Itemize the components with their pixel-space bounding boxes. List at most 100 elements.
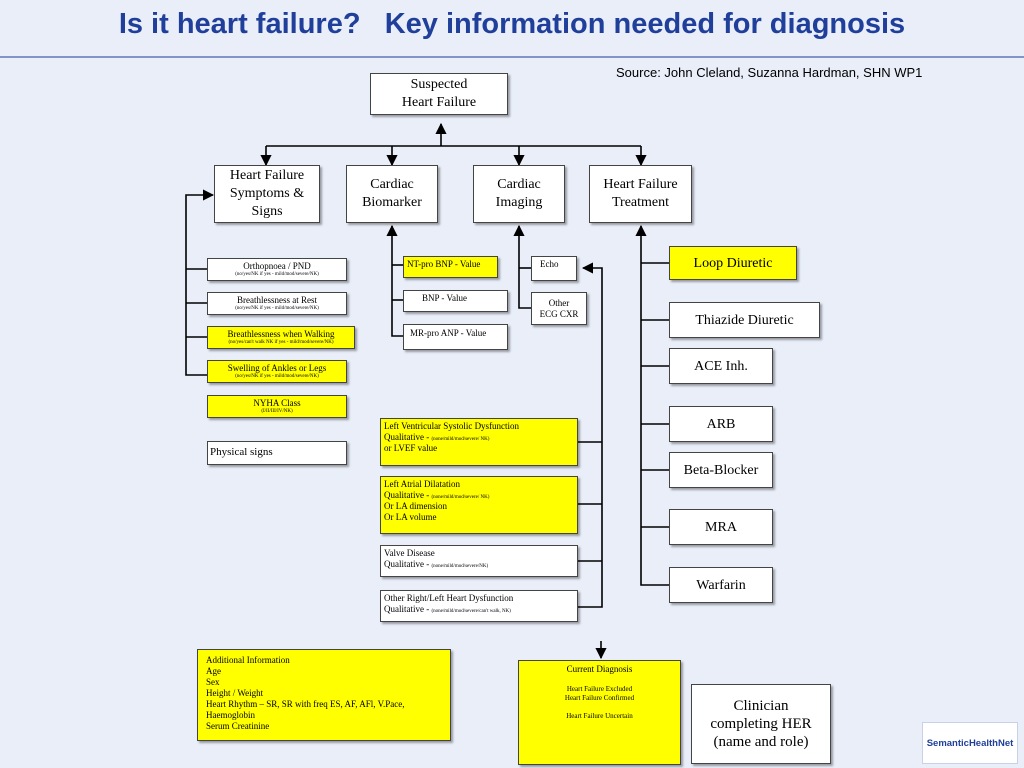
symptoms-line3: Signs <box>251 204 283 219</box>
cardiac-imaging-box: Cardiac Imaging <box>473 165 565 223</box>
additional-info-title: Additional Information <box>206 655 290 665</box>
biomarker-bnp: BNP - Value <box>403 290 508 312</box>
treatment-thiazide-diuretic: Thiazide Diuretic <box>669 302 820 338</box>
finding-title: Other Right/Left Heart Dysfunction <box>384 593 514 603</box>
source-credit: Source: John Cleland, Suzanna Hardman, S… <box>616 65 923 80</box>
additional-info-item: Haemoglobin <box>206 710 255 720</box>
finding-lv-systolic-dysfunction: Left Ventricular Systolic Dysfunction Qu… <box>380 418 578 466</box>
biomarker-nt-pro-bnp: NT-pro BNP - Value <box>403 256 498 278</box>
symptom-feed <box>185 189 215 376</box>
biomarker-feed <box>386 224 403 337</box>
biomarker-label: NT-pro BNP - Value <box>407 259 481 269</box>
additional-info-item: Age <box>206 666 221 676</box>
treatment-label: Loop Diuretic <box>693 255 773 271</box>
diagnosis-option <box>519 703 680 712</box>
symptom-label: Orthopnoea / PND <box>243 261 311 271</box>
treatment-line1: Heart Failure <box>603 177 678 192</box>
treatment-loop-diuretic: Loop Diuretic <box>669 246 797 280</box>
imaging-other-ecg-cxr: Other ECG CXR <box>531 292 587 325</box>
symptom-label: Physical signs <box>210 446 273 458</box>
treatment-ace-inhibitor: ACE Inh. <box>669 348 773 384</box>
imaging-other-line2: ECG CXR <box>539 308 579 319</box>
finding-qual-options: (none/mild/mod/severe/can't walk, NK) <box>431 609 511 614</box>
symptom-sub: (I/II/III/IV/NK) <box>261 409 293 414</box>
finding-left-atrial-dilatation: Left Atrial Dilatation Qualitative - (no… <box>380 476 578 534</box>
current-diagnosis-title: Current Diagnosis <box>566 664 633 674</box>
finding-qual-options: (none/mild/mod/severe/ NK) <box>431 495 490 500</box>
symptoms-line1: Heart Failure <box>229 168 305 183</box>
diagnosis-option: Heart Failure Uncertain <box>566 712 633 720</box>
imaging-line2: Imaging <box>495 195 543 210</box>
biomarker-line2: Biomarker <box>362 195 422 210</box>
current-diagnosis-box: Current Diagnosis Heart Failure Excluded… <box>518 660 681 765</box>
additional-info-item: Serum Creatinine <box>206 721 270 731</box>
finding-title: Valve Disease <box>384 548 435 558</box>
symptoms-signs-box: Heart Failure Symptoms & Signs <box>214 165 320 223</box>
finding-qual-label: Qualitative - <box>384 604 432 614</box>
finding-alt: Or LA dimension <box>384 501 447 511</box>
title-divider <box>0 56 1024 58</box>
symptom-item-breathlessness-rest: Breathlessness at Rest (no/yes/NK if yes… <box>207 292 347 315</box>
top-box-line2: Heart Failure <box>401 95 477 110</box>
treatment-label: Beta-Blocker <box>683 462 759 478</box>
slide-title: Is it heart failure? Key information nee… <box>118 8 906 40</box>
finding-qual-options: (none/mild/mod/severe/ NK) <box>431 437 490 442</box>
symptom-label: Swelling of Ankles or Legs <box>227 363 327 373</box>
treatment-label: Thiazide Diuretic <box>695 312 794 328</box>
biomarker-line1: Cardiac <box>370 177 414 192</box>
finding-valve-disease: Valve Disease Qualitative - (none/mild/m… <box>380 545 578 577</box>
finding-qual-label: Qualitative - <box>384 432 432 442</box>
finding-qual-label: Qualitative - <box>384 559 432 569</box>
symptom-label: Breathlessness when Walking <box>227 329 335 339</box>
cardiac-biomarker-box: Cardiac Biomarker <box>346 165 438 223</box>
logo-text: SemanticHealthNet <box>926 737 1014 749</box>
clinician-box: Clinician completing HER (name and role) <box>691 684 831 764</box>
additional-info-item: Height / Weight <box>206 688 264 698</box>
top-box-line1: Suspected <box>410 77 468 92</box>
diagnosis-option: Heart Failure Excluded <box>566 685 633 693</box>
symptom-sub: (no/yes/NK if yes - mild/mod/severe/NK) <box>235 272 319 277</box>
finding-alt: or LVEF value <box>384 443 438 453</box>
suspected-heart-failure-box: Suspected Heart Failure <box>370 73 508 115</box>
biomarker-label: BNP - Value <box>422 293 467 303</box>
finding-title: Left Atrial Dilatation <box>384 479 460 489</box>
symptom-label: NYHA Class <box>253 398 301 408</box>
clinician-line: Clinician <box>733 698 789 714</box>
symptom-item-physical-signs: Physical signs <box>207 441 347 465</box>
treatment-label: MRA <box>705 519 737 535</box>
symptom-item-breathlessness-walking: Breathlessness when Walking (no/yes/can'… <box>207 326 355 349</box>
symptom-label: Breathlessness at Rest <box>237 295 317 305</box>
symptoms-line2: Symptoms & <box>229 186 305 201</box>
biomarker-label: MR-pro ANP - Value <box>410 328 487 338</box>
finding-alt: Or LA volume <box>384 512 437 522</box>
diagnosis-option: Heart Failure Confirmed <box>564 694 635 702</box>
biomarker-mr-pro-anp: MR-pro ANP - Value <box>403 324 508 350</box>
additional-info-item: Heart Rhythm – SR, SR with freq ES, AF, … <box>206 699 405 709</box>
additional-information-box: Additional Information Age Sex Height / … <box>197 649 451 741</box>
clinician-line: completing HER <box>710 716 812 732</box>
imaging-echo-label: Echo <box>540 259 559 269</box>
imaging-feed <box>513 224 531 309</box>
symptom-sub: (no/yes/NK if yes - mild/mod/severe/NK) <box>235 374 319 379</box>
treatment-label: Warfarin <box>696 577 746 593</box>
finding-qual-options: (none/mild/mod/severe/NK) <box>431 564 489 569</box>
imaging-line1: Cardiac <box>497 177 541 192</box>
finding-qual-label: Qualitative - <box>384 490 432 500</box>
treatment-label: ACE Inh. <box>694 358 748 374</box>
treatment-arb: ARB <box>669 406 773 442</box>
treatment-mra: MRA <box>669 509 773 545</box>
additional-info-item: Sex <box>206 677 220 687</box>
heart-failure-treatment-box: Heart Failure Treatment <box>589 165 692 223</box>
treatment-beta-blocker: Beta-Blocker <box>669 452 773 488</box>
symptom-item-ankle-swelling: Swelling of Ankles or Legs (no/yes/NK if… <box>207 360 347 383</box>
symptom-sub: (no/yes/NK if yes - mild/mod/severe/NK) <box>235 306 319 311</box>
clinician-line: (name and role) <box>713 734 809 750</box>
semantichealthnet-logo: SemanticHealthNet <box>922 722 1018 764</box>
treatment-warfarin: Warfarin <box>669 567 773 603</box>
imaging-echo: Echo <box>531 256 577 281</box>
echo-feed <box>578 262 603 608</box>
treatment-feed <box>635 224 669 586</box>
treatment-line2: Treatment <box>611 195 670 210</box>
symptom-item-orthopnoea: Orthopnoea / PND (no/yes/NK if yes - mil… <box>207 258 347 281</box>
